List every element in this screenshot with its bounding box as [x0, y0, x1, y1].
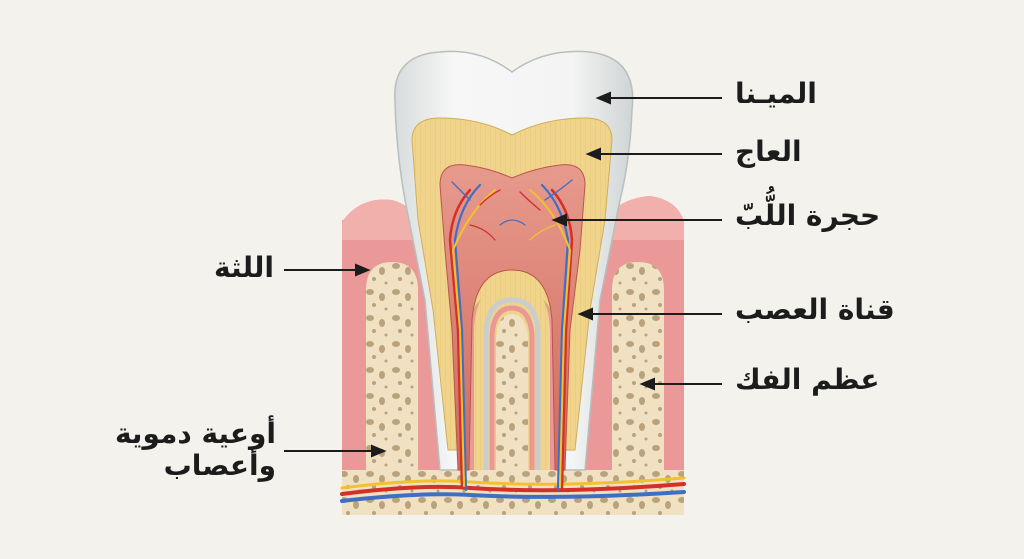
arrow-dentin	[585, 147, 722, 161]
label-dentin: العاج	[735, 135, 802, 168]
label-enamel: الميـنا	[735, 77, 817, 110]
arrow-root-canal	[577, 307, 722, 321]
label-vessels-nerves: أوعية دموية وأعصاب	[114, 417, 276, 483]
label-gingiva: اللثة	[214, 251, 274, 284]
arrow-enamel	[595, 91, 722, 105]
arrow-vessels-nerves	[284, 444, 387, 458]
arrow-jaw-bone	[639, 377, 722, 391]
arrow-pulp	[551, 213, 722, 227]
arrow-gingiva	[284, 263, 371, 277]
annotation-arrows	[284, 91, 722, 458]
label-root-canal: قناة العصب	[735, 293, 895, 326]
label-pulp-chamber: حجرة اللُّبّ	[735, 199, 881, 232]
label-jaw-bone: عظم الفك	[735, 363, 880, 396]
